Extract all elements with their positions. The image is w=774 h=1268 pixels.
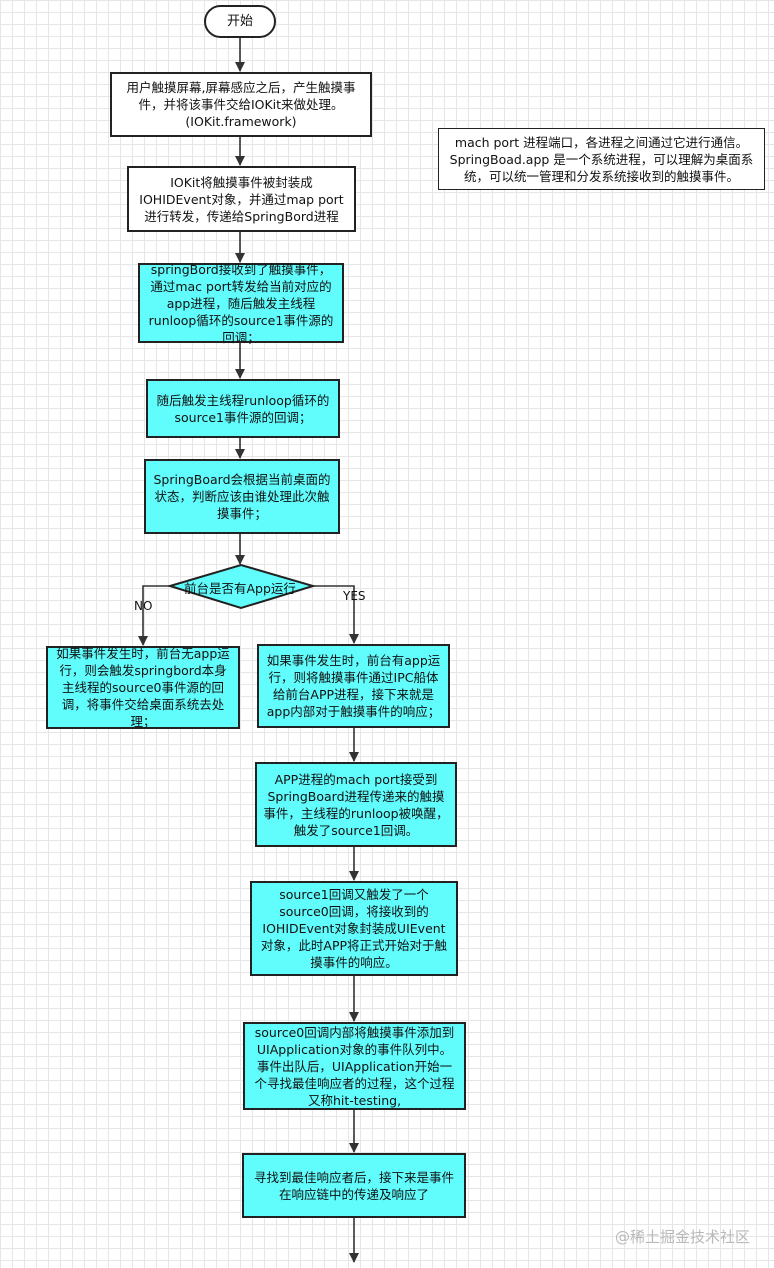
yes-label: YES: [343, 589, 366, 603]
no-branch-node: 如果事件发生时，前台无app运行，则会触发springbord本身主线程的sou…: [46, 646, 240, 729]
watermark: @稀土掘金技术社区: [614, 1228, 750, 1246]
decision-label: 前台是否有App运行: [184, 581, 296, 596]
no-label: NO: [134, 599, 153, 613]
step5-node: SpringBoard会根据当前桌面的状态，判断应该由谁处理此次触摸事件；: [144, 459, 340, 534]
decision-diamond: [166, 563, 317, 610]
edge-decision-yes: [313, 585, 359, 644]
step6-node: APP进程的mach port接受到SpringBoard进程传递来的触摸事件，…: [255, 762, 457, 847]
step4-node: 随后触发主线程runloop循环的source1事件源的回调；: [146, 379, 340, 438]
step9-node: 寻找到最佳响应者后，接下来是事件在响应链中的传递及响应了: [242, 1153, 466, 1218]
note-box: mach port 进程端口，各进程之间通过它进行通信。SpringBoad.a…: [438, 128, 765, 190]
step3-node: springBord接收到了触摸事件，通过mac port转发给当前对应的app…: [138, 262, 344, 345]
step1-node: 用户触摸屏幕,屏幕感应之后，产生触摸事件，并将该事件交给IOKit来做处理。(I…: [110, 72, 372, 137]
step2-node: IOKit将触摸事件被封装成IOHIDEvent对象，并通过map port进行…: [127, 166, 356, 232]
edge-decision-no: [138, 585, 170, 646]
step7-node: source1回调又触发了一个source0回调，将接收到的IOHIDEvent…: [250, 881, 458, 976]
step8-node: source0回调内部将触摸事件添加到UIApplication对象的事件队列中…: [243, 1022, 466, 1110]
yes-branch-node: 如果事件发生时，前台有app运行，则将触摸事件通过IPC船体给前台APP进程，接…: [257, 644, 450, 728]
start-node: 开始: [204, 5, 276, 38]
